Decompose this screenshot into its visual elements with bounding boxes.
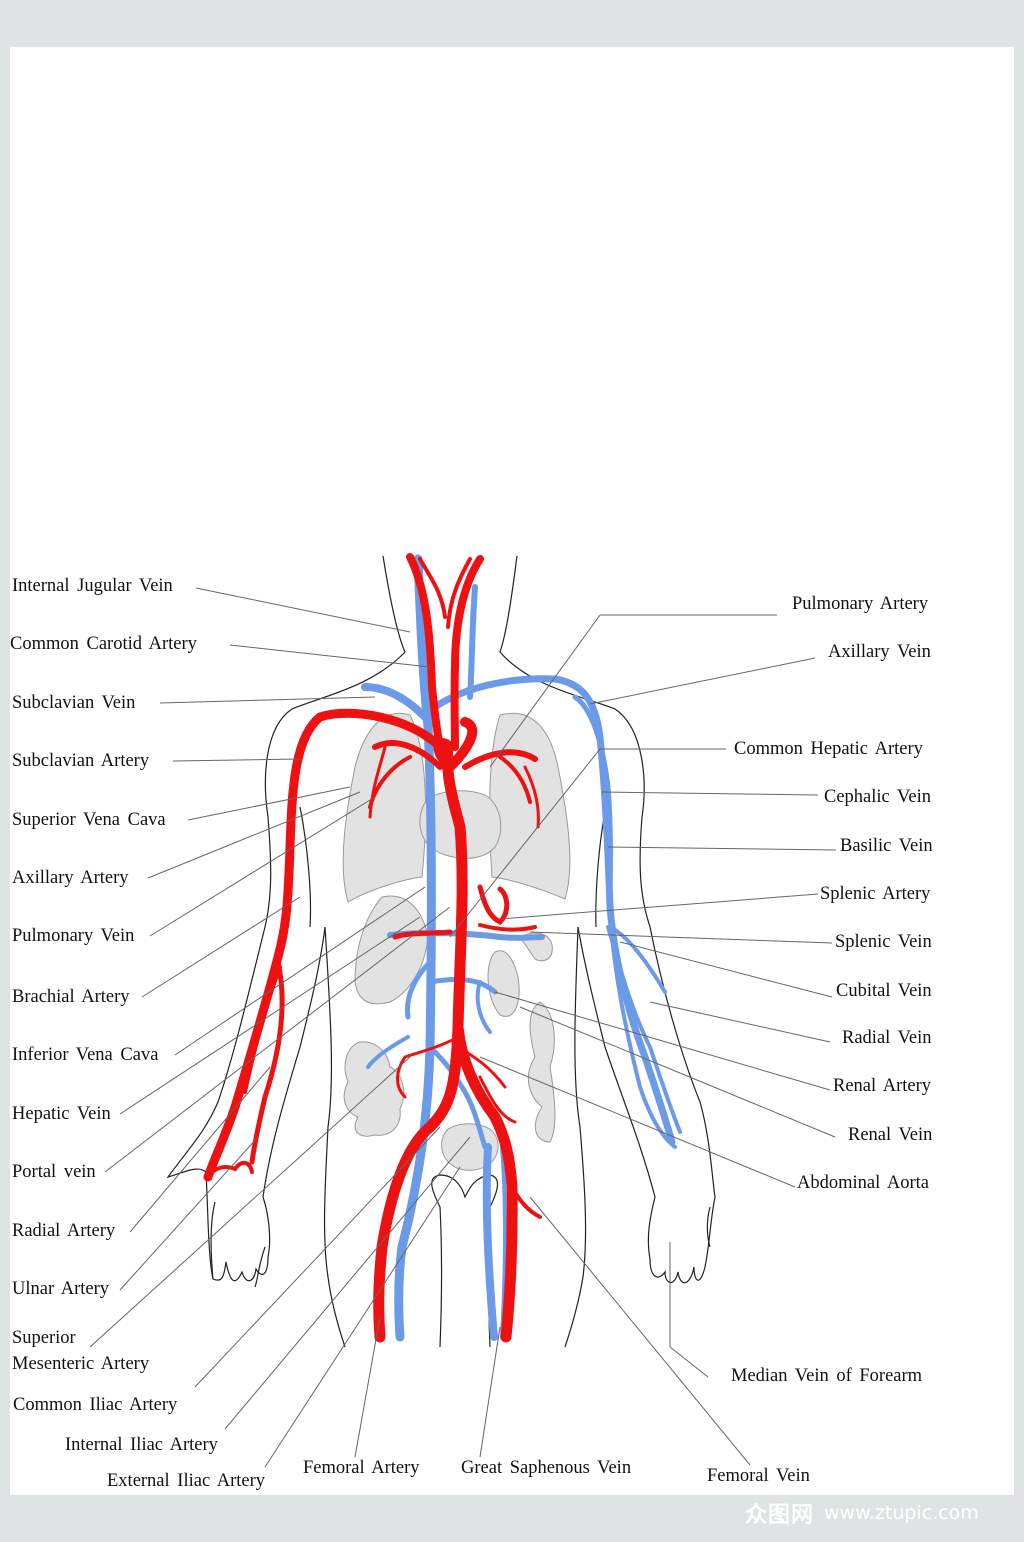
label-cubital-vein: Cubital Vein xyxy=(836,981,932,1001)
label-abdominal-aorta: Abdominal Aorta xyxy=(797,1173,929,1193)
label-renal-vein: Renal Vein xyxy=(848,1125,933,1145)
label-superior-vena-cava: Superior Vena Cava xyxy=(12,810,166,830)
label-axillary-artery: Axillary Artery xyxy=(12,868,129,888)
label-axillary-vein: Axillary Vein xyxy=(828,642,931,662)
label-pulmonary-vein: Pulmonary Vein xyxy=(12,926,135,946)
left-lung xyxy=(489,712,571,900)
label-subclavian-vein: Subclavian Vein xyxy=(12,693,136,713)
label-radial-vein: Radial Vein xyxy=(842,1028,932,1048)
label-portal-vein: Portal vein xyxy=(12,1162,96,1182)
label-femoral-artery: Femoral Artery xyxy=(303,1458,420,1478)
label-great-saphenous-vein: Great Saphenous Vein xyxy=(461,1458,632,1478)
label-common-hepatic-artery: Common Hepatic Artery xyxy=(734,739,923,759)
label-internal-iliac-artery: Internal Iliac Artery xyxy=(65,1435,218,1455)
label-femoral-vein: Femoral Vein xyxy=(707,1466,810,1486)
circulatory-system-diagram xyxy=(89,553,837,1468)
diagram-card: Internal Jugular Vein Common Carotid Art… xyxy=(10,47,1014,1495)
label-median-vein-of-forearm: Median Vein of Forearm xyxy=(731,1366,923,1386)
label-brachial-artery: Brachial Artery xyxy=(12,987,130,1007)
watermark: 众图网 www.ztupic.com xyxy=(745,1498,979,1528)
watermark-url: www.ztupic.com xyxy=(824,1502,979,1524)
label-ulnar-artery: Ulnar Artery xyxy=(12,1279,110,1299)
watermark-logo: 众图网 xyxy=(745,1503,815,1528)
label-cephalic-vein: Cephalic Vein xyxy=(824,787,931,807)
body-outline xyxy=(166,555,716,1348)
label-renal-artery: Renal Artery xyxy=(833,1076,932,1096)
label-radial-artery: Radial Artery xyxy=(12,1221,116,1241)
intestine-right xyxy=(343,1041,405,1137)
label-hepatic-vein: Hepatic Vein xyxy=(12,1104,111,1124)
liver xyxy=(354,895,429,1005)
label-mesenteric-artery: Mesenteric Artery xyxy=(12,1354,150,1374)
label-pulmonary-artery: Pulmonary Artery xyxy=(792,594,929,614)
label-splenic-artery: Splenic Artery xyxy=(820,884,931,904)
label-internal-jugular-vein: Internal Jugular Vein xyxy=(12,576,173,596)
label-superior: Superior xyxy=(12,1328,76,1348)
label-splenic-vein: Splenic Vein xyxy=(835,932,932,952)
kidney xyxy=(487,950,520,1017)
label-common-iliac-artery: Common Iliac Artery xyxy=(13,1395,178,1415)
veins xyxy=(361,554,682,1342)
label-common-carotid-artery: Common Carotid Artery xyxy=(10,634,197,654)
intestine-left xyxy=(527,1001,556,1143)
label-subclavian-artery: Subclavian Artery xyxy=(12,751,150,771)
label-external-iliac-artery: External Iliac Artery xyxy=(107,1471,266,1491)
arteries xyxy=(203,553,542,1343)
label-inferior-vena-cava: Inferior Vena Cava xyxy=(12,1045,159,1065)
label-basilic-vein: Basilic Vein xyxy=(840,836,933,856)
leader-lines xyxy=(89,587,837,1468)
